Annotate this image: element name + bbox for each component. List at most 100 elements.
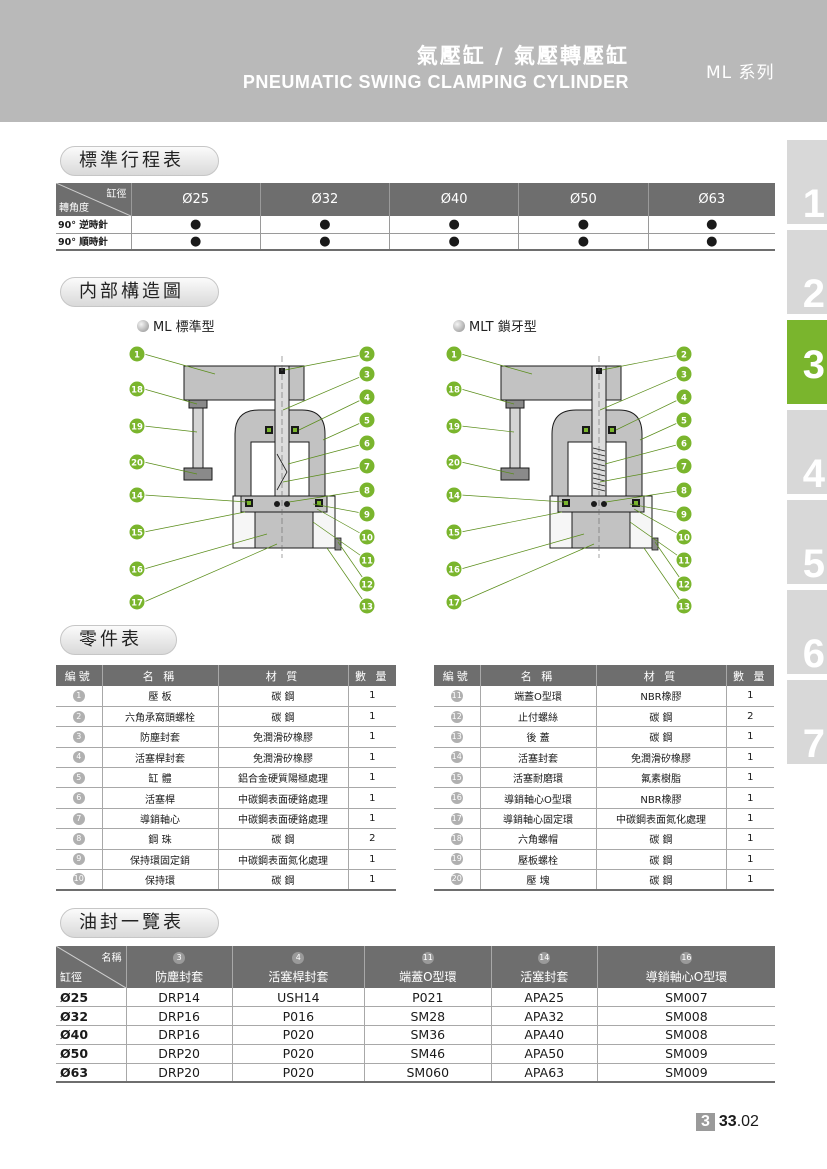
part-qty: 1 bbox=[347, 726, 396, 748]
seal-col-name: 防塵封套 bbox=[155, 970, 204, 984]
seal-cell: SM008 bbox=[596, 1006, 775, 1027]
callout-leader bbox=[143, 511, 246, 533]
callout-badge bbox=[445, 486, 463, 504]
part-number-badge: 4 bbox=[292, 952, 305, 964]
callout-badge bbox=[358, 345, 376, 363]
part-number-badge: 12 bbox=[450, 710, 463, 723]
seal-col-name: 導銷軸心O型環 bbox=[645, 970, 728, 984]
part-name: 壓 塊 bbox=[479, 869, 596, 891]
callout-badge bbox=[128, 453, 146, 471]
part-number-badge: 11 bbox=[450, 689, 463, 702]
seal-cell: P021 bbox=[363, 988, 492, 1008]
part-qty: 1 bbox=[725, 808, 774, 830]
seal-cell: SM46 bbox=[363, 1044, 492, 1064]
part-number-badge: 19 bbox=[450, 853, 463, 866]
callout-leader bbox=[604, 442, 685, 465]
callout-badge bbox=[358, 528, 376, 546]
part-material: NBR橡膠 bbox=[595, 787, 726, 809]
part-qty: 1 bbox=[347, 849, 396, 871]
callout-number: 6 bbox=[364, 440, 370, 450]
arm-bolt bbox=[192, 399, 204, 469]
chapter-tab-1[interactable]: 1 bbox=[787, 140, 827, 224]
stroke-row-label: 90° 順時針 bbox=[56, 233, 131, 251]
seal-highlight bbox=[610, 428, 614, 432]
seal-bore: Ø50 bbox=[56, 1044, 126, 1064]
chapter-tab-6[interactable]: 6 bbox=[787, 590, 827, 674]
chapter-tab-4[interactable]: 4 bbox=[787, 410, 827, 494]
steel-ball bbox=[591, 501, 597, 507]
part-no-cell: 16 bbox=[434, 787, 480, 809]
part-material: 鋁合金硬質陽極處理 bbox=[217, 767, 348, 789]
callout-number: 7 bbox=[681, 463, 687, 473]
table-row: 90° 逆時針 ● ● ● ● ● bbox=[56, 216, 775, 234]
callout-number: 11 bbox=[361, 557, 373, 567]
part-no-cell: 18 bbox=[434, 828, 480, 850]
page-chapter: 3 bbox=[696, 1113, 715, 1131]
part-no-cell: 10 bbox=[56, 869, 102, 891]
page-header: 氣壓缸 / 氣壓轉壓缸 PNEUMATIC SWING CLAMPING CYL… bbox=[0, 0, 827, 122]
callout-number: 17 bbox=[448, 599, 460, 609]
seal-bore: Ø40 bbox=[56, 1025, 126, 1045]
callout-badge bbox=[675, 345, 693, 363]
stroke-table: 缸徑 轉角度 Ø25 Ø32 Ø40 Ø50 Ø63 90° 逆時針 ● ● ●… bbox=[56, 183, 775, 251]
callout-number: 14 bbox=[448, 492, 460, 502]
callout-leader bbox=[605, 489, 685, 503]
seal-cell: P020 bbox=[231, 1025, 365, 1045]
part-qty: 1 bbox=[725, 869, 774, 891]
callout-badge bbox=[445, 523, 463, 541]
header-title-zh: 氣壓缸 / 氣壓轉壓缸 bbox=[416, 44, 629, 68]
callout-badge bbox=[358, 457, 376, 475]
part-number-badge: 3 bbox=[72, 730, 85, 743]
chapter-tab-5[interactable]: 5 bbox=[787, 500, 827, 584]
callout-number: 8 bbox=[681, 487, 687, 497]
part-name: 活塞耐磨環 bbox=[479, 767, 596, 789]
part-number-badge: 13 bbox=[450, 730, 463, 743]
part-number-badge: 14 bbox=[450, 751, 463, 764]
part-no-cell: 9 bbox=[56, 849, 102, 871]
part-name: 鋼 珠 bbox=[101, 828, 218, 850]
stroke-row-label: 90° 逆時針 bbox=[56, 216, 131, 234]
callout-number: 19 bbox=[448, 423, 460, 433]
part-number-badge: 9 bbox=[72, 853, 85, 866]
callout-number: 16 bbox=[448, 566, 460, 576]
callout-leader bbox=[460, 353, 533, 375]
lock-thread bbox=[592, 477, 606, 482]
callout-badge bbox=[675, 551, 693, 569]
chapter-tab-2[interactable]: 2 bbox=[787, 230, 827, 314]
part-qty: 1 bbox=[347, 787, 396, 809]
part-name: 活塞桿封套 bbox=[101, 747, 218, 769]
part-qty: 1 bbox=[725, 849, 774, 871]
ml-label: ML 標準型 bbox=[137, 316, 215, 335]
part-no-cell: 5 bbox=[56, 767, 102, 789]
page-decimal: .02 bbox=[736, 1113, 759, 1130]
chapter-tab-7[interactable]: 7 bbox=[787, 680, 827, 764]
part-material: 碳 鋼 bbox=[217, 686, 348, 707]
callout-number: 1 bbox=[134, 351, 140, 361]
callout-leader bbox=[629, 521, 685, 561]
callout-badge bbox=[128, 345, 146, 363]
callout-badge bbox=[128, 486, 146, 504]
callout-number: 4 bbox=[681, 394, 687, 404]
header-series: ML 系列 bbox=[706, 63, 775, 83]
callout-leader bbox=[460, 494, 565, 503]
callout-badge bbox=[358, 505, 376, 523]
seal-bore: Ø63 bbox=[56, 1063, 126, 1083]
part-qty: 1 bbox=[725, 726, 774, 748]
section-title-seals: 油封一覽表 bbox=[60, 908, 219, 938]
callout-leader bbox=[143, 543, 278, 603]
callout-leader bbox=[143, 353, 216, 375]
seal-col-name: 端蓋O型環 bbox=[399, 970, 457, 984]
callout-number: 20 bbox=[448, 459, 460, 469]
chapter-tab-3[interactable]: 3 bbox=[787, 320, 827, 404]
callout-badge bbox=[358, 434, 376, 452]
seal-cell: APA32 bbox=[490, 1006, 598, 1027]
